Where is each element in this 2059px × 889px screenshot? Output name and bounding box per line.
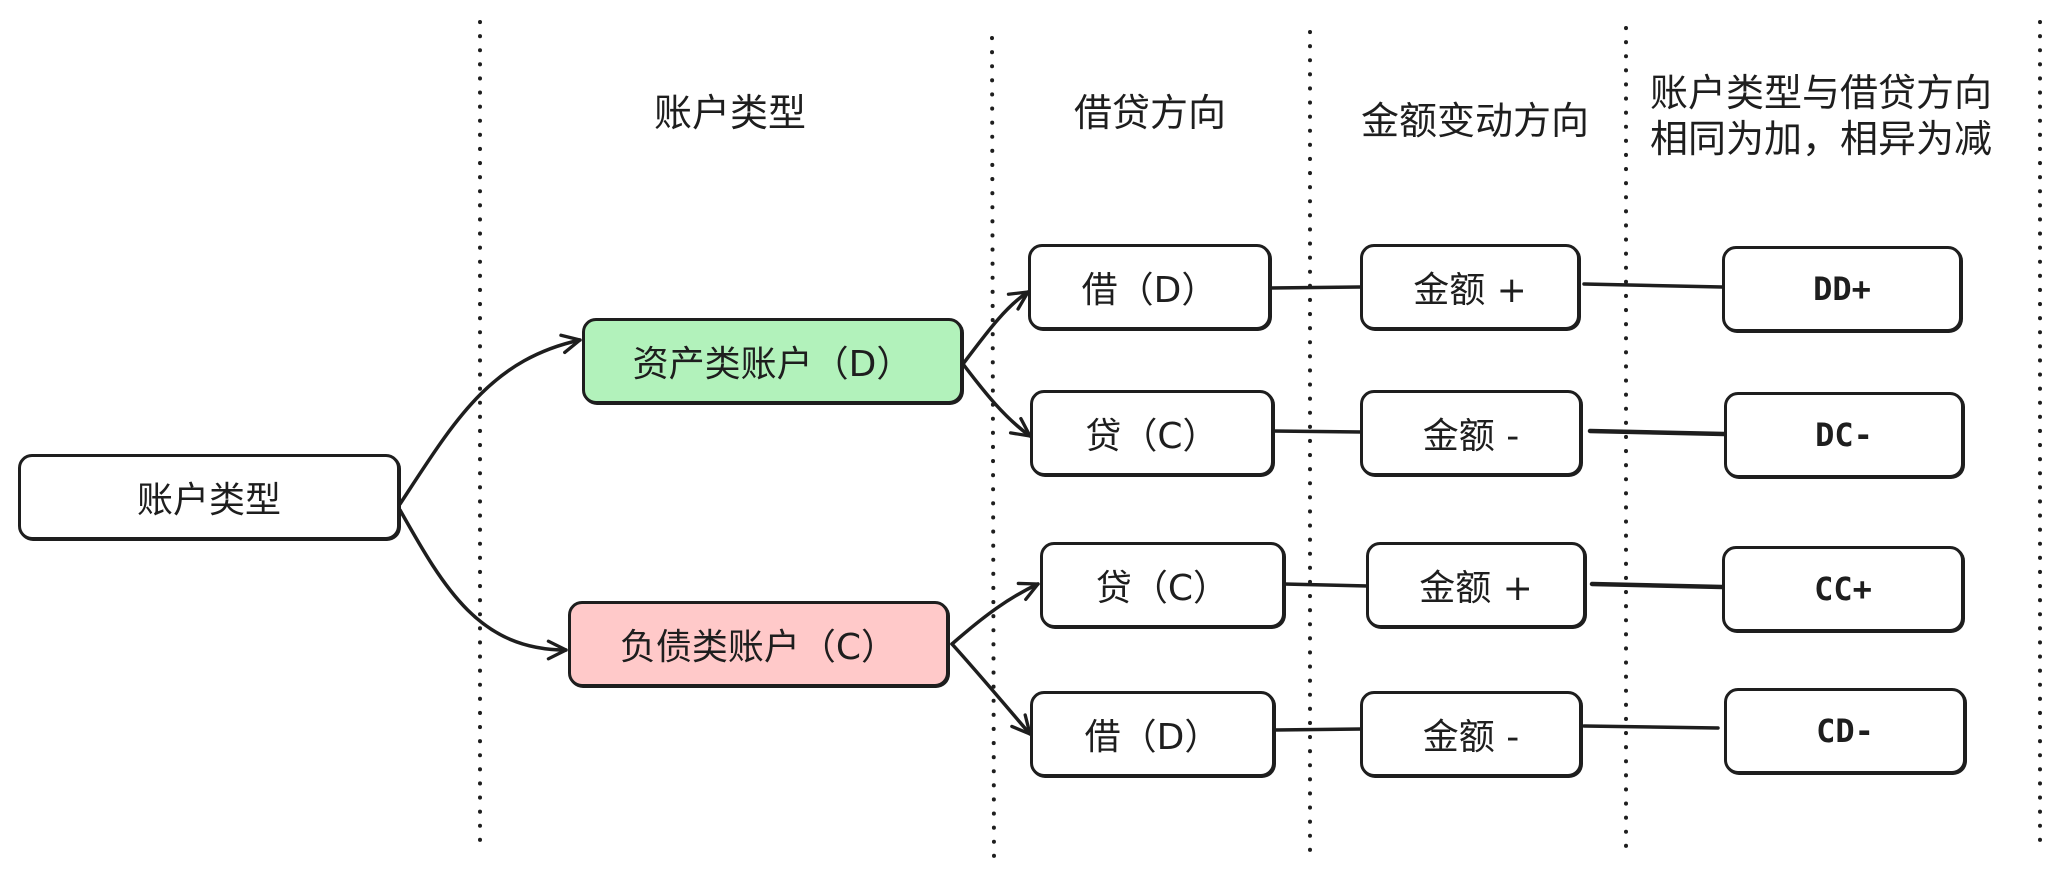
- line-debit-to-amt4: [1272, 727, 1364, 732]
- line-debit-to-amt1: [1268, 285, 1362, 290]
- node-amount-minus-2: 金额 -: [1360, 691, 1582, 777]
- node-liability-debit: 借（D）: [1030, 691, 1275, 777]
- header-amount-change: 金额变动方向: [1360, 99, 1589, 143]
- node-liability-account: 负债类账户（C）: [568, 601, 949, 687]
- node-asset-account: 资产类账户（D）: [582, 318, 963, 404]
- arrow-asset-to-credit: [961, 362, 1032, 438]
- node-asset-debit: 借（D）: [1028, 244, 1271, 330]
- line-amt2-to-res2: [1587, 428, 1727, 437]
- node-amount-minus-1: 金额 -: [1360, 390, 1582, 476]
- node-result-cc-plus: CC+: [1722, 546, 1964, 632]
- header-rule-line1: 账户类型与借贷方向: [1650, 71, 1993, 115]
- line-credit-to-amt2: [1270, 429, 1364, 434]
- arrow-asset-to-debit: [961, 290, 1030, 366]
- line-amt3-to-res3: [1589, 581, 1725, 590]
- header-rule-line2: 相同为加，相异为减: [1650, 117, 1993, 161]
- header-account-type: 账户类型: [653, 91, 806, 135]
- arrow-liability-to-debit: [950, 642, 1032, 736]
- line-amt4-to-res4: [1582, 724, 1720, 730]
- node-liability-credit: 贷（C）: [1040, 542, 1285, 628]
- node-result-dc-minus: DC-: [1724, 392, 1964, 478]
- header-direction: 借贷方向: [1073, 91, 1226, 135]
- separator-2: [990, 36, 996, 864]
- node-result-cd-minus: CD-: [1724, 688, 1966, 774]
- node-asset-credit: 贷（C）: [1030, 390, 1274, 476]
- node-amount-plus-2: 金额 +: [1366, 542, 1586, 628]
- node-amount-plus-1: 金额 +: [1360, 244, 1580, 330]
- line-credit-to-amt3: [1282, 582, 1370, 588]
- header-rule: 账户类型与借贷方向 相同为加，相异为减: [1650, 70, 2030, 162]
- arrow-root-to-liability: [398, 508, 568, 661]
- arrow-root-to-asset: [398, 333, 582, 506]
- arrow-liability-to-credit: [950, 581, 1040, 646]
- line-amt1-to-res1: [1582, 282, 1724, 289]
- node-result-dd-plus: DD+: [1722, 246, 1962, 332]
- node-root: 账户类型: [18, 454, 400, 540]
